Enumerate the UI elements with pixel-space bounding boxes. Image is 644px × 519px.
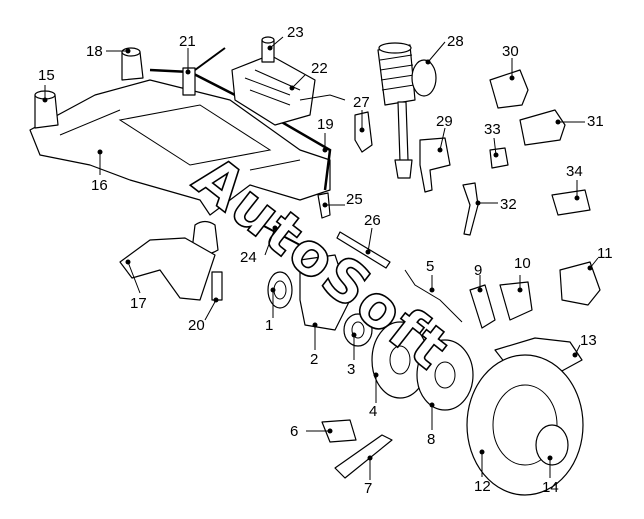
callout-23: 23 (287, 24, 304, 41)
callout-2: 2 (310, 351, 318, 368)
callout-17: 17 (130, 295, 147, 312)
callout-18: 18 (86, 43, 103, 60)
callout-32: 32 (500, 196, 517, 213)
callout-29: 29 (436, 113, 453, 130)
callout-labels: 1 2 3 4 5 6 7 8 9 10 11 12 13 14 15 16 1… (38, 24, 613, 497)
valve-part (261, 36, 275, 63)
bolt-24-part (261, 224, 301, 246)
callout-3: 3 (347, 361, 355, 378)
brake-disc-8-part (416, 339, 474, 411)
link-32-part (462, 182, 479, 236)
callout-34: 34 (566, 163, 583, 180)
sensor-wire-5-part (404, 269, 463, 323)
hub-3-part (343, 313, 373, 347)
callout-14: 14 (542, 479, 559, 496)
clip-6-part (321, 419, 357, 443)
callout-30: 30 (502, 43, 519, 60)
callout-26: 26 (364, 212, 381, 229)
sensor-33-part (489, 147, 509, 169)
knuckle-2-part (299, 254, 351, 331)
callout-6: 6 (290, 423, 298, 440)
brake-pad-9-part (469, 284, 496, 329)
callout-15: 15 (38, 67, 55, 84)
callout-5: 5 (426, 258, 434, 275)
hub-14-part (535, 424, 569, 466)
air-strut-part (377, 42, 437, 179)
callout-20: 20 (188, 317, 205, 334)
bushing-left-part (34, 90, 59, 129)
callout-24: 24 (240, 249, 257, 266)
bearing-1-part (267, 271, 293, 309)
toe-link-26-part (336, 231, 391, 269)
bracket-29-part (419, 137, 451, 193)
stabilizer-link-top-part (182, 47, 226, 96)
callout-28: 28 (447, 33, 464, 50)
air-compressor-part (231, 54, 346, 126)
callout-33: 33 (484, 121, 501, 138)
callout-11: 11 (597, 245, 613, 262)
caliper-11-part (559, 261, 601, 306)
callout-4: 4 (369, 403, 377, 420)
callout-9: 9 (474, 262, 482, 279)
callout-27: 27 (353, 94, 370, 111)
connector-34-part (551, 189, 591, 216)
callout-19: 19 (317, 116, 334, 133)
caliper-10-part (499, 281, 533, 321)
control-arm-17-part (119, 237, 216, 301)
callout-12: 12 (474, 478, 491, 495)
callout-13: 13 (580, 332, 597, 349)
callout-1: 1 (265, 317, 273, 334)
callout-25: 25 (346, 191, 363, 208)
callout-7: 7 (364, 480, 372, 497)
link-20-part (211, 271, 223, 301)
control-module-30-part (489, 69, 529, 109)
wear-strip-7-part (334, 434, 393, 479)
brake-disc-12-part (466, 354, 584, 496)
callout-10: 10 (514, 255, 531, 272)
relay-31-part (519, 109, 566, 146)
callout-22: 22 (311, 60, 328, 77)
leader-lines (42, 36, 599, 480)
callout-16: 16 (91, 177, 108, 194)
bushing-top-part (121, 47, 144, 81)
callout-8: 8 (427, 431, 435, 448)
callout-31: 31 (587, 113, 604, 130)
callout-21: 21 (179, 33, 196, 50)
